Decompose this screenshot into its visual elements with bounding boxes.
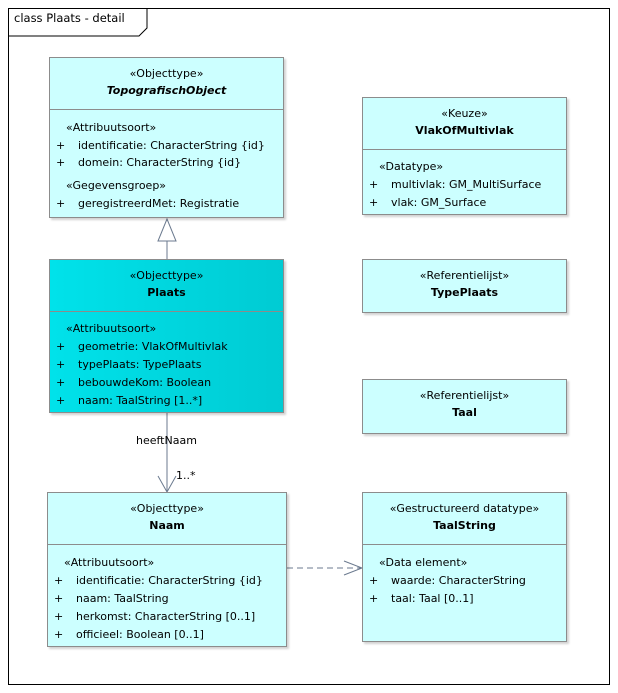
class-naam[interactable]: «Objecttype» Naam «Attribuutsoort» +iden… (47, 492, 287, 647)
class-stereotype: «Objecttype» (129, 67, 204, 80)
class-typeplaats[interactable]: «Referentielijst» TypePlaats (362, 259, 567, 313)
attribute-row: +waarde: CharacterString (369, 574, 526, 587)
group-label: «Attribuutsoort» (64, 556, 155, 569)
class-name: Plaats (147, 286, 186, 299)
class-stereotype: «Keuze» (441, 107, 488, 120)
class-name: Taal (452, 406, 477, 419)
frame-tab (9, 9, 148, 37)
class-name: TaalString (433, 519, 496, 532)
class-taalstring[interactable]: «Gestructureerd datatype» TaalString «Da… (362, 492, 567, 642)
class-name: Naam (149, 519, 185, 532)
group-label: «Attribuutsoort» (66, 121, 157, 134)
attribute-row: +bebouwdeKom: Boolean (56, 376, 212, 389)
group-label: «Attribuutsoort» (66, 322, 157, 335)
attribute-row: +typePlaats: TypePlaats (56, 358, 202, 371)
association-multiplicity: 1..* (176, 469, 196, 482)
attribute-row: +multivlak: GM_MultiSurface (369, 178, 542, 191)
class-stereotype: «Referentielijst» (419, 269, 510, 282)
class-name: VlakOfMultivlak (415, 124, 514, 137)
class-topografischobject[interactable]: «Objecttype» TopografischObject «Attribu… (49, 57, 284, 218)
attribute-row: +geometrie: VlakOfMultivlak (56, 340, 228, 353)
association-name: heeftNaam (136, 434, 197, 447)
attribute-row: +officieel: Boolean [0..1] (54, 628, 204, 641)
class-stereotype: «Objecttype» (130, 502, 204, 515)
attribute-row: +naam: TaalString [1..*] (56, 394, 203, 407)
class-stereotype: «Gestructureerd datatype» (389, 502, 540, 515)
attribute-row: +geregistreerdMet: Registratie (56, 197, 240, 210)
attribute-row: +vlak: GM_Surface (369, 196, 487, 209)
group-label: «Datatype» (379, 160, 444, 173)
class-plaats[interactable]: «Objecttype» Plaats «Attribuutsoort» +ge… (49, 259, 284, 413)
class-stereotype: «Referentielijst» (419, 389, 510, 402)
group-label: «Gegevensgroep» (66, 179, 167, 192)
class-name: TypePlaats (430, 286, 499, 299)
group-label: «Data element» (379, 556, 468, 569)
attribute-row: +domein: CharacterString {id} (56, 156, 242, 169)
class-vlakofmultivlak[interactable]: «Keuze» VlakOfMultivlak «Datatype» +mult… (362, 97, 567, 215)
attribute-row: +identificatie: CharacterString {id} (54, 574, 263, 587)
class-stereotype: «Objecttype» (129, 269, 204, 282)
class-taal[interactable]: «Referentielijst» Taal (362, 379, 567, 434)
generalization-arrowhead (157, 217, 177, 242)
frame-title: class Plaats - detail (14, 11, 125, 25)
attribute-row: +naam: TaalString (54, 592, 169, 605)
attribute-row: +identificatie: CharacterString {id} (56, 139, 265, 152)
attribute-row: +taal: Taal [0..1] (369, 592, 474, 605)
attribute-row: +herkomst: CharacterString [0..1] (54, 610, 256, 623)
diagram-frame: class Plaats - detail (8, 8, 610, 685)
class-name: TopografischObject (106, 84, 227, 97)
